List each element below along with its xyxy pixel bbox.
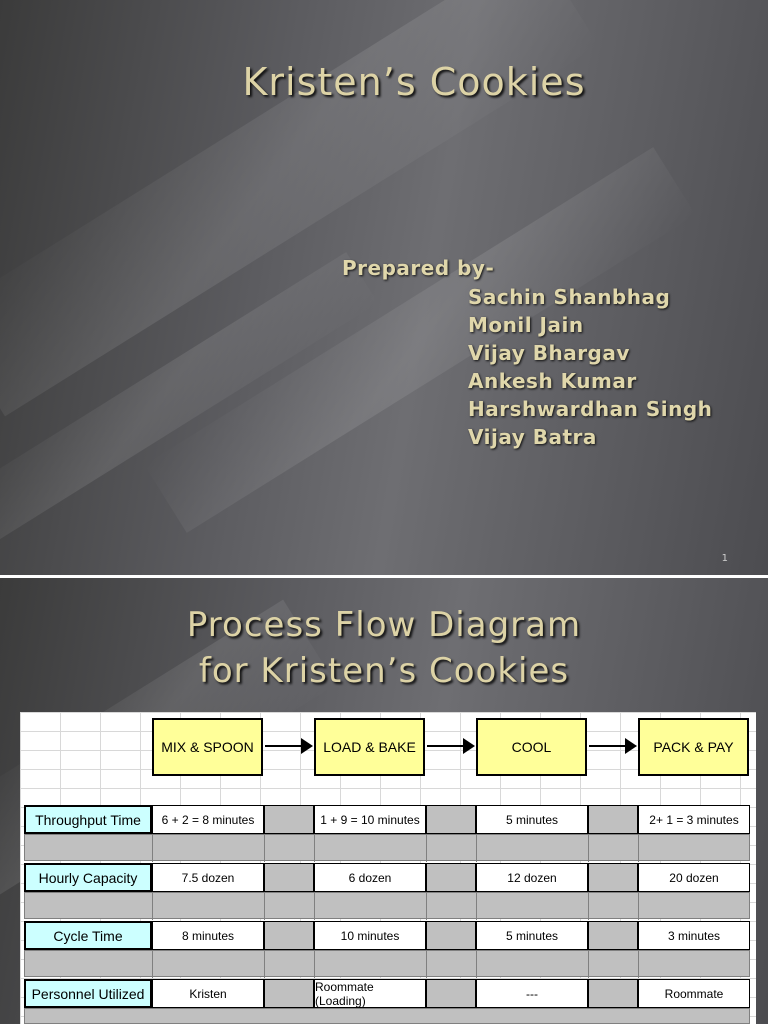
stage-load-bake: LOAD & BAKE <box>314 718 425 776</box>
table-cell: 5 minutes <box>476 921 588 950</box>
band-divider <box>638 835 639 862</box>
slide-1: Kristen’s Cookies Prepared by- Sachin Sh… <box>0 0 768 575</box>
row-label: Personnel Utilized <box>24 979 152 1008</box>
band-divider <box>476 951 477 978</box>
stage-mix-spoon: MIX & SPOON <box>152 718 263 776</box>
table-row: Hourly Capacity 7.5 dozen 6 dozen 12 doz… <box>24 863 750 892</box>
author-name: Vijay Bhargav <box>468 341 630 365</box>
process-flow-table: MIX & SPOON LOAD & BAKE COOL PACK & PAY … <box>20 712 756 1024</box>
table-cell: 3 minutes <box>638 921 750 950</box>
table-cell: 2+ 1 = 3 minutes <box>638 805 750 834</box>
table-row: Personnel Utilized Kristen Roommate (Loa… <box>24 979 750 1008</box>
table-row: Cycle Time 8 minutes 10 minutes 5 minute… <box>24 921 750 950</box>
spacer-cell <box>264 979 314 1008</box>
band-divider <box>588 893 589 920</box>
band-divider <box>314 951 315 978</box>
spacer-cell <box>426 805 476 834</box>
slide-number: 1 <box>721 553 728 564</box>
spacer-cell <box>264 921 314 950</box>
band-divider <box>152 893 153 920</box>
table-cell: Kristen <box>152 979 264 1008</box>
background-streak <box>0 252 378 568</box>
table-cell: Roommate <box>638 979 750 1008</box>
band-divider <box>426 893 427 920</box>
slide-1-title: Kristen’s Cookies <box>242 60 586 104</box>
band-divider <box>152 835 153 862</box>
author-name: Ankesh Kumar <box>468 369 637 393</box>
spacer-cell <box>264 863 314 892</box>
table-cell: 12 dozen <box>476 863 588 892</box>
table-cell: Roommate (Loading) <box>314 979 426 1008</box>
gray-band-row <box>24 950 750 978</box>
prepared-by-label: Prepared by- <box>342 256 495 280</box>
band-divider <box>426 835 427 862</box>
author-name: Vijay Batra <box>468 425 597 449</box>
row-label: Throughput Time <box>24 805 152 834</box>
band-divider <box>426 951 427 978</box>
table-cell: 20 dozen <box>638 863 750 892</box>
band-divider <box>264 893 265 920</box>
band-divider <box>638 951 639 978</box>
band-divider <box>588 951 589 978</box>
table-cell: 10 minutes <box>314 921 426 950</box>
table-cell: 6 + 2 = 8 minutes <box>152 805 264 834</box>
table-row: Throughput Time 6 + 2 = 8 minutes 1 + 9 … <box>24 805 750 834</box>
spacer-cell <box>588 979 638 1008</box>
table-cell: 6 dozen <box>314 863 426 892</box>
band-divider <box>264 835 265 862</box>
flow-arrow <box>427 738 475 754</box>
band-divider <box>588 835 589 862</box>
flow-arrow <box>265 738 313 754</box>
table-cell: 5 minutes <box>476 805 588 834</box>
background-streak <box>144 147 696 533</box>
slide-separator <box>0 575 768 578</box>
title-line-1: Process Flow Diagram <box>186 605 582 645</box>
band-divider <box>476 835 477 862</box>
table-cell: 8 minutes <box>152 921 264 950</box>
author-name: Sachin Shanbhag <box>468 285 671 309</box>
spacer-cell <box>426 863 476 892</box>
spacer-cell <box>588 921 638 950</box>
title-line-2: for Kristen’s Cookies <box>198 651 570 691</box>
row-label: Hourly Capacity <box>24 863 152 892</box>
flow-arrow <box>589 738 637 754</box>
table-cell: 1 + 9 = 10 minutes <box>314 805 426 834</box>
spacer-cell <box>426 921 476 950</box>
gray-band-row <box>24 1008 750 1024</box>
row-label: Cycle Time <box>24 921 152 950</box>
spacer-cell <box>264 805 314 834</box>
band-divider <box>638 893 639 920</box>
band-divider <box>152 951 153 978</box>
table-cell: --- <box>476 979 588 1008</box>
gray-band-row <box>24 834 750 862</box>
author-name: Harshwardhan Singh <box>468 397 713 421</box>
stage-pack-pay: PACK & PAY <box>638 718 749 776</box>
band-divider <box>476 893 477 920</box>
author-name: Monil Jain <box>468 313 584 337</box>
stage-cool: COOL <box>476 718 587 776</box>
slide-2: Process Flow Diagram for Kristen’s Cooki… <box>0 578 768 1024</box>
table-cell: 7.5 dozen <box>152 863 264 892</box>
band-divider <box>314 893 315 920</box>
slide-2-title: Process Flow Diagram for Kristen’s Cooki… <box>0 602 768 694</box>
spacer-cell <box>588 863 638 892</box>
spacer-cell <box>588 805 638 834</box>
spacer-cell <box>426 979 476 1008</box>
gray-band-row <box>24 892 750 920</box>
band-divider <box>314 835 315 862</box>
band-divider <box>264 951 265 978</box>
